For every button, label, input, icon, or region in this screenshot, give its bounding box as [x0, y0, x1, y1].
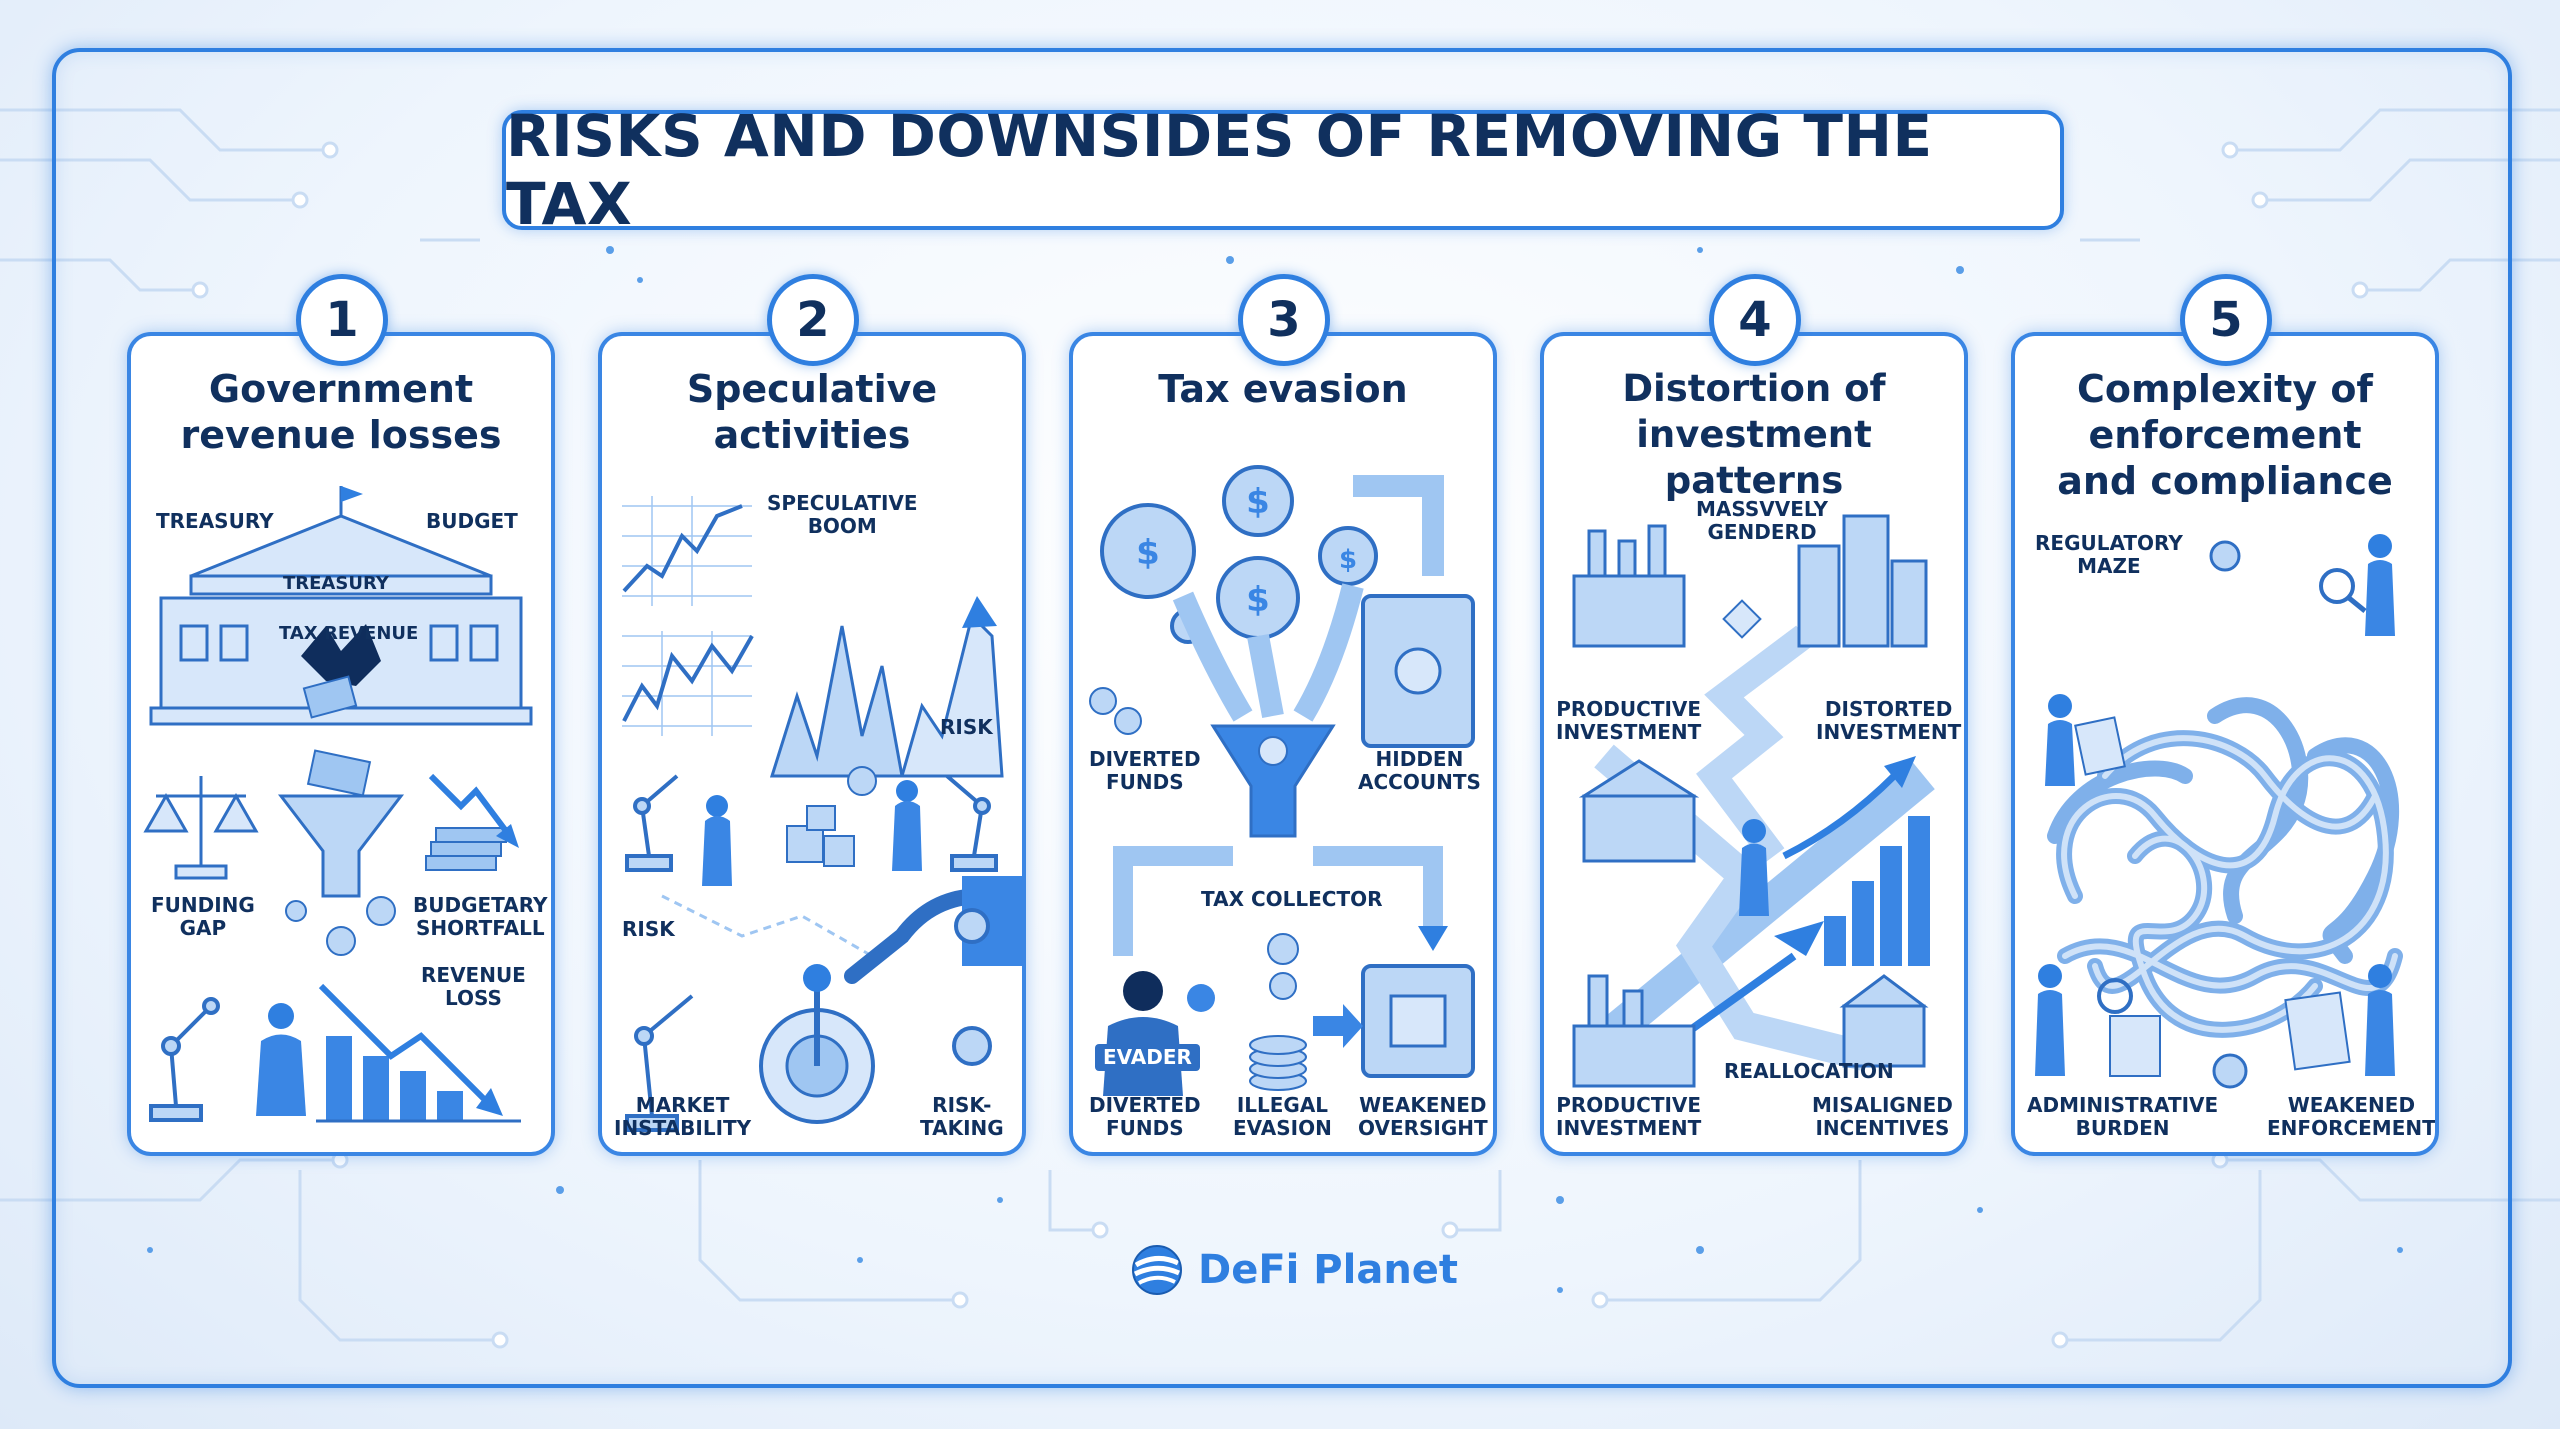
- globe-swoosh-icon: [1132, 1245, 1182, 1295]
- svg-text:$: $: [1339, 545, 1357, 575]
- label-massvvely-genderd: MASSVVELY GENDERD: [1696, 497, 1829, 544]
- label-tax-collector: TAX COLLECTOR: [1201, 887, 1383, 911]
- panel-tax-evasion: $ $ $ $ Tax evasion DIVERTED FUNDS HIDDEN A…: [1069, 332, 1497, 1156]
- panel-enforcement-complexity: Complexity of enforcement and compliance…: [2011, 332, 2439, 1156]
- label-regulatory-maze: REGULATORY MAZE: [2035, 531, 2183, 578]
- label-revenue-loss: REVENUE LOSS: [421, 963, 526, 1010]
- label-productive-investment-top: PRODUCTIVE INVESTMENT: [1556, 697, 1702, 744]
- speculation-illustration: [622, 496, 1022, 1132]
- label-risk-left: RISK: [622, 917, 675, 941]
- svg-text:$: $: [1246, 580, 1270, 620]
- label-reallocation: REALLOCATION: [1724, 1059, 1894, 1083]
- regulatory-maze-illustration: [2035, 534, 2403, 1089]
- panel-2-title: Speculative activities: [686, 367, 938, 457]
- panel-1-title: Government revenue losses: [180, 367, 502, 457]
- svg-text:$: $: [1246, 482, 1270, 522]
- defi-planet-logo: DeFi Planet: [1130, 1238, 1458, 1302]
- label-tax-revenue: TAX REVENUE: [279, 623, 419, 644]
- label-illegal-evasion: ILLEGAL EVASION: [1233, 1093, 1332, 1140]
- panel-3-title: Tax evasion: [1158, 367, 1408, 411]
- label-treasury-building: TREASURY: [283, 573, 389, 594]
- panel-investment-distortion: Distortion of investment patterns MASSVV…: [1540, 332, 1968, 1156]
- label-evader: EVADER: [1095, 1044, 1200, 1071]
- page-title: RISKS AND DOWNSIDES OF REMOVING THE TAX: [502, 102, 2064, 238]
- label-diverted-funds-bottom: DIVERTED FUNDS: [1089, 1093, 1201, 1140]
- logo-text: DeFi Planet: [1198, 1247, 1459, 1293]
- outer-frame: [52, 48, 2512, 1388]
- panel-4-title: Distortion of investment patterns: [1622, 367, 1886, 502]
- label-distorted-investment: DISTORTED INVESTMENT: [1816, 697, 1962, 744]
- label-misaligned-incentives: MISALIGNED INCENTIVES: [1812, 1093, 1953, 1140]
- investment-illustration: [1572, 514, 1935, 1088]
- panel-number-3: 3: [1238, 274, 1330, 366]
- label-risk-right: RISK: [940, 715, 993, 739]
- label-funding-gap: FUNDING GAP: [151, 893, 255, 940]
- svg-text:$: $: [1136, 533, 1160, 573]
- panel-number-2: 2: [767, 274, 859, 366]
- treasury-illustration: [143, 486, 533, 1123]
- label-weakened-oversight: WEAKENED OVERSIGHT: [1358, 1093, 1488, 1140]
- label-risk-taking: RISK- TAKING: [920, 1093, 1004, 1140]
- label-budgetary-shortfall: BUDGETARY SHORTFALL: [413, 893, 548, 940]
- panel-number-5: 5: [2180, 274, 2272, 366]
- label-speculative-boom: SPECULATIVE BOOM: [767, 491, 918, 538]
- panel-5-title: Complexity of enforcement and compliance: [2057, 367, 2393, 503]
- label-administrative-burden: ADMINISTRATIVE BURDEN: [2027, 1093, 2219, 1140]
- label-weakened-enforcement: WEAKENED ENFORCEMENT: [2267, 1093, 2436, 1140]
- panel-speculative-activities: Speculative activities SPECULATIVE BOOM …: [598, 332, 1026, 1156]
- label-market-instability: MARKET INSTABILITY: [614, 1093, 752, 1140]
- label-treasury-top: TREASURY: [156, 509, 274, 533]
- label-productive-investment-bottom: PRODUCTIVE INVESTMENT: [1556, 1093, 1702, 1140]
- tax-evasion-illustration: $ $ $ $: [1089, 465, 1475, 1096]
- panel-number-4: 4: [1709, 274, 1801, 366]
- panel-number-1: 1: [296, 274, 388, 366]
- label-hidden-accounts: HIDDEN ACCOUNTS: [1358, 747, 1481, 794]
- label-budget: BUDGET: [426, 509, 518, 533]
- panel-revenue-losses: Government revenue losses TREASURY BUDGE…: [127, 332, 555, 1156]
- label-diverted-funds-top: DIVERTED FUNDS: [1089, 747, 1201, 794]
